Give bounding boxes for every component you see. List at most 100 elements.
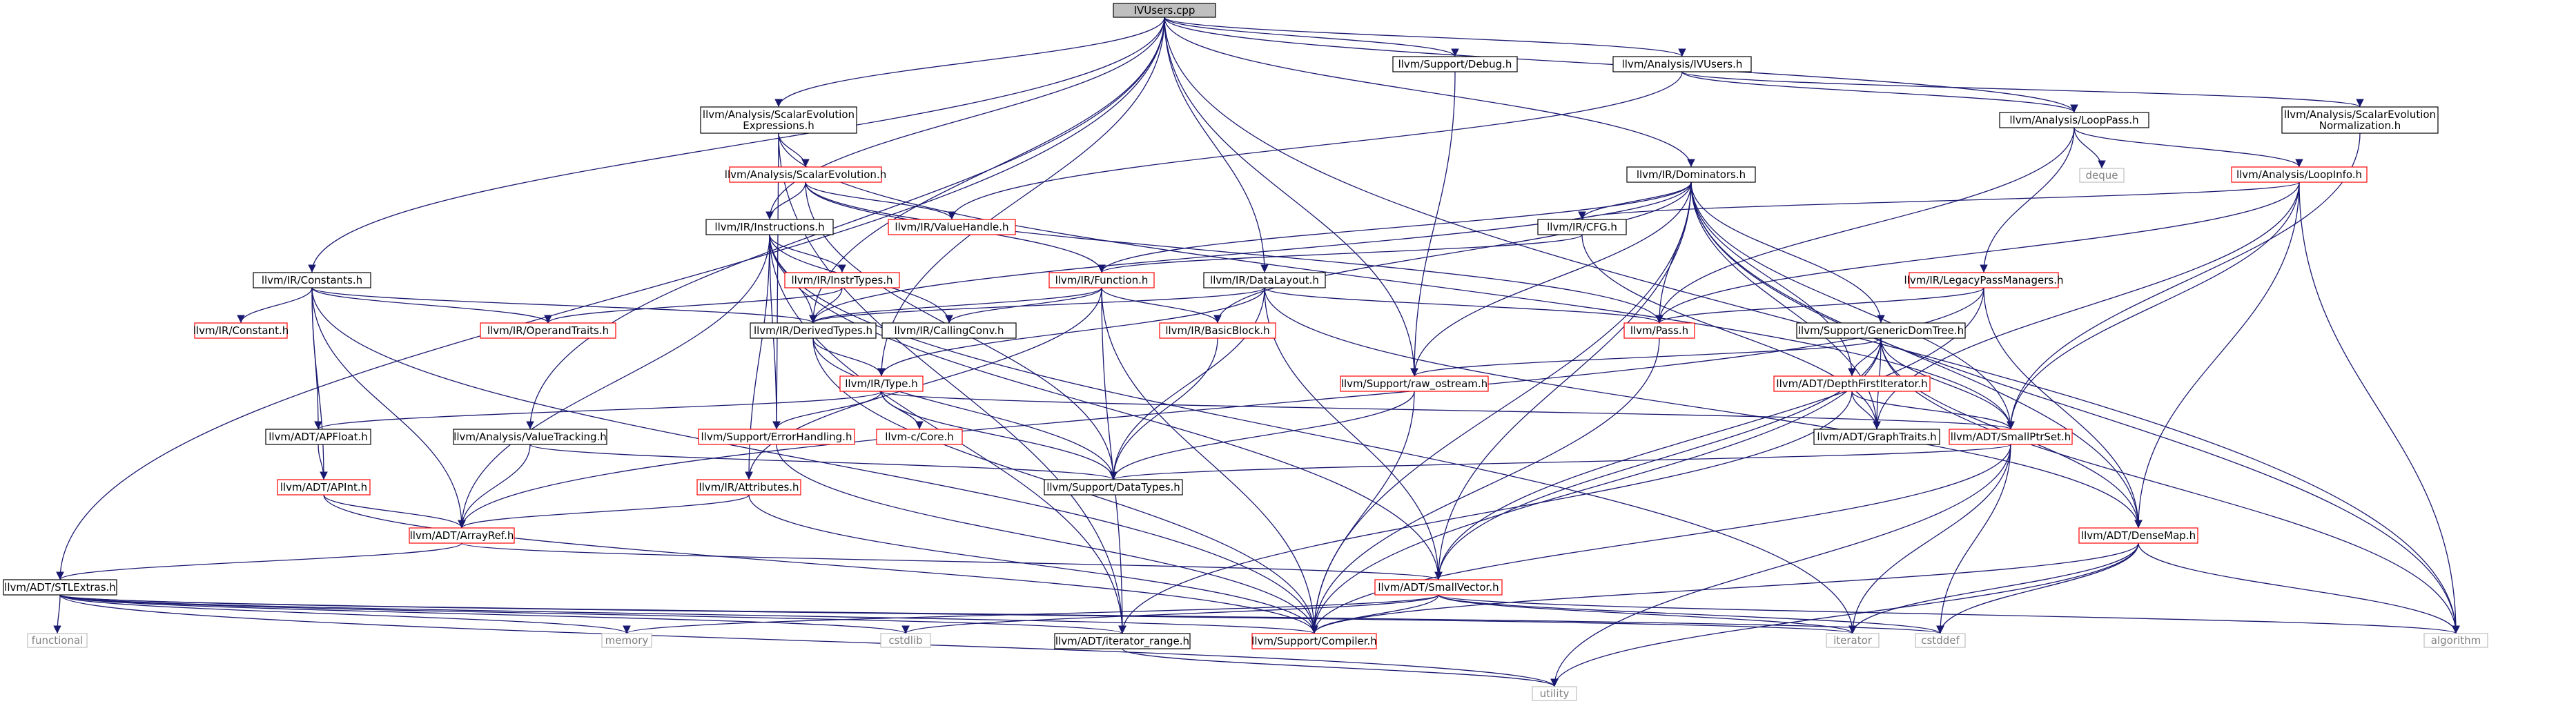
node-valuetracking[interactable]: llvm/Analysis/ValueTracking.h [453, 429, 607, 445]
node-instrtypes[interactable]: llvm/IR/InstrTypes.h [784, 272, 900, 288]
node-lpm[interactable]: llvm/IR/LegacyPassManagers.h [1904, 272, 2064, 288]
node-type[interactable]: llvm/IR/Type.h [839, 375, 924, 392]
node-label: llvm/Support/GenericDomTree.h [1798, 324, 1964, 337]
node-box [729, 166, 882, 183]
node-box [1054, 633, 1191, 649]
node-gdt[interactable]: llvm/Support/GenericDomTree.h [1796, 322, 1966, 339]
node-instructions[interactable]: llvm/IR/Instructions.h [705, 219, 834, 235]
node-box [1915, 633, 1966, 648]
edge-constants-to-operandtraits [311, 287, 552, 324]
edge-type-to-errorhandling [772, 391, 882, 430]
node-apint[interactable]: llvm/ADT/APInt.h [277, 479, 371, 496]
node-label: iterator [1833, 634, 1873, 647]
node-graphtraits[interactable]: llvm/ADT/GraphTraits.h [1813, 429, 1940, 445]
edge-dominators-to-basicblock [1213, 182, 1692, 324]
node-box [601, 633, 652, 648]
node-cstddef[interactable]: cstddef [1915, 633, 1966, 648]
node-arrayref[interactable]: llvm/ADT/ArrayRef.h [409, 527, 515, 544]
node-smallvector[interactable]: llvm/ADT/SmallVector.h [1374, 579, 1503, 596]
node-algorithm[interactable]: algorithm [2423, 633, 2488, 648]
node-iteratorrange[interactable]: llvm/ADT/iterator_range.h [1054, 633, 1191, 649]
edge-root-to-see [774, 17, 1165, 108]
node-looppass[interactable]: llvm/Analysis/LoopPass.h [1999, 112, 2149, 128]
node-derivedtypes[interactable]: llvm/IR/DerivedTypes.h [750, 322, 877, 339]
node-se[interactable]: llvm/Analysis/ScalarEvolution.h [725, 166, 886, 183]
node-operandtraits[interactable]: llvm/IR/OperandTraits.h [480, 322, 616, 339]
node-errorhandling[interactable]: llvm/Support/ErrorHandling.h [698, 429, 855, 445]
node-constants[interactable]: llvm/IR/Constants.h [253, 272, 371, 288]
node-pass[interactable]: llvm/Pass.h [1623, 322, 1695, 339]
node-dfi[interactable]: llvm/ADT/DepthFirstIterator.h [1773, 375, 1931, 392]
edge-dfi-to-smallptrset [1851, 391, 2015, 430]
node-see[interactable]: llvm/Analysis/ScalarEvolutionExpressions… [700, 106, 857, 134]
edge-datalayout-to-derivedtypes [809, 287, 1265, 324]
node-label: IVUsers.cpp [1134, 4, 1196, 17]
node-dominators[interactable]: llvm/IR/Dominators.h [1626, 166, 1756, 183]
edge-root-to-ivusers [1164, 17, 1686, 57]
node-label: llvm/IR/CallingConv.h [894, 324, 1004, 337]
node-sen[interactable]: llvm/Analysis/ScalarEvolutionNormalizati… [2281, 106, 2439, 134]
node-datalayout[interactable]: llvm/IR/DataLayout.h [1203, 272, 1326, 288]
node-box [784, 272, 900, 288]
node-box [1826, 633, 1880, 648]
node-cstdlib[interactable]: cstdlib [880, 633, 931, 648]
node-compiler[interactable]: llvm/Support/Compiler.h [1251, 633, 1377, 649]
node-constant[interactable]: llvm/IR/Constant.h [193, 322, 289, 339]
edge-stlextras-to-compiler [59, 594, 1318, 634]
edge-basicblock-to-datatypes [1109, 337, 1218, 480]
node-box [1048, 272, 1155, 288]
edge-datalayout-to-type [877, 287, 1265, 377]
node-label: llvm-c/Core.h [885, 431, 954, 443]
node-box [1999, 112, 2149, 128]
node-box [3, 579, 117, 596]
nodes-layer: IVUsers.cpp llvm/Support/Debug.h llvm/Anal… [3, 3, 2488, 701]
node-label: Expressions.h [743, 119, 814, 132]
node-label: llvm/IR/LegacyPassManagers.h [1904, 274, 2064, 286]
edge-dominators-to-graphtraits [1690, 182, 1881, 430]
node-basicblock[interactable]: llvm/IR/BasicBlock.h [1159, 322, 1276, 339]
edge-looppass-to-lpm [1980, 127, 2075, 273]
node-iterator[interactable]: iterator [1826, 633, 1880, 648]
node-apfloat[interactable]: llvm/ADT/APFloat.h [265, 429, 371, 445]
node-root[interactable]: IVUsers.cpp [1113, 3, 1216, 18]
node-functional[interactable]: functional [27, 633, 88, 648]
node-box [1796, 322, 1966, 339]
node-attributes[interactable]: llvm/IR/Attributes.h [696, 479, 801, 496]
node-function[interactable]: llvm/IR/Function.h [1048, 272, 1155, 288]
node-cfg[interactable]: llvm/IR/CFG.h [1537, 219, 1627, 235]
node-loopinfo[interactable]: llvm/Analysis/LoopInfo.h [2231, 166, 2368, 183]
node-ivusers[interactable]: llvm/Analysis/IVUsers.h [1612, 56, 1752, 72]
edge-dominators-to-cfg [1578, 182, 1692, 220]
edge-datalayout-to-densemap [1264, 287, 2143, 529]
node-densemap[interactable]: llvm/ADT/DenseMap.h [2078, 527, 2198, 544]
node-utility[interactable]: utility [1532, 686, 1577, 701]
edge-derivedtypes-to-type [812, 337, 886, 377]
node-valuehandle[interactable]: llvm/IR/ValueHandle.h [888, 219, 1016, 235]
edge-instructions-to-arrayref [458, 234, 770, 529]
edge-type-to-smallptrset [881, 391, 2015, 430]
edge-root-to-stlextras [56, 17, 1165, 580]
node-callingconv[interactable]: llvm/IR/CallingConv.h [881, 322, 1017, 339]
node-label: llvm/IR/Constants.h [262, 274, 362, 286]
node-rawostream[interactable]: llvm/Support/raw_ostream.h [1340, 375, 1489, 392]
node-label: llvm/ADT/APFloat.h [269, 431, 368, 443]
node-deque[interactable]: deque [2079, 168, 2125, 183]
node-stlextras[interactable]: llvm/ADT/STLExtras.h [3, 579, 117, 596]
node-memory[interactable]: memory [601, 633, 652, 648]
node-box [700, 106, 857, 134]
node-label: llvm/Support/Debug.h [1398, 58, 1512, 70]
node-llvmccore[interactable]: llvm-c/Core.h [876, 429, 963, 445]
edge-instructions-to-instrtypes [769, 234, 846, 273]
edge-densemap-to-compiler [1310, 542, 2139, 634]
edge-function-to-compiler [1101, 287, 1318, 634]
node-debug[interactable]: llvm/Support/Debug.h [1392, 56, 1518, 72]
node-smallptrset[interactable]: llvm/ADT/SmallPtrSet.h [1949, 429, 2073, 445]
node-box [705, 219, 834, 235]
node-box [2078, 527, 2198, 544]
edge-smallptrset-to-datatypes [1109, 444, 2011, 480]
node-datatypes[interactable]: llvm/Support/DataTypes.h [1044, 479, 1183, 496]
edge-cfg-to-graphtraits [1581, 234, 1881, 430]
node-box [1532, 686, 1577, 701]
edge-root-to-type [877, 17, 1165, 377]
